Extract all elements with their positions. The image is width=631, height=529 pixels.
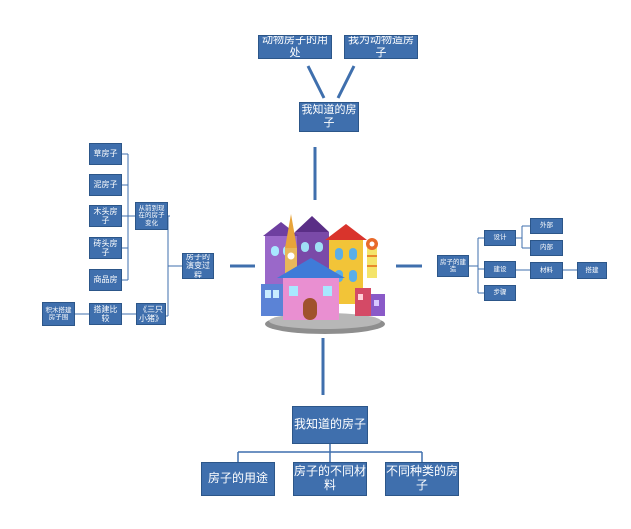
node-right-steps: 步骤 [484, 285, 516, 301]
node-left-item-3: 木头房子 [89, 205, 122, 227]
node-left-item-4: 砖头房子 [89, 237, 122, 259]
node-right-design: 设计 [484, 230, 516, 246]
node-left-leaf: 积木搭建房子围 [42, 302, 75, 326]
node-bottom-child-2: 房子的不同材料 [293, 462, 367, 496]
node-left-item-2: 泥房子 [89, 174, 122, 196]
node-left-compare: 搭建比较 [89, 303, 122, 325]
node-top-child-1: 动物房子的用处 [258, 35, 332, 59]
house-cluster-icon [261, 214, 385, 334]
node-left-item-5: 商品房 [89, 269, 122, 291]
node-left-group: 从前到现在的房子变化 [135, 202, 168, 230]
node-right-interior: 内部 [530, 240, 563, 256]
node-bottom-child-3: 不同种类的房子 [385, 462, 459, 496]
node-top-main: 我知道的房子 [299, 102, 359, 132]
node-right-build: 搭建 [577, 262, 607, 279]
node-right-main: 房子的建造 [437, 255, 469, 277]
node-top-child-2: 我为动物造房子 [344, 35, 418, 59]
node-left-item-1: 草房子 [89, 143, 122, 165]
node-left-main: 房子的演变过程 [182, 253, 214, 279]
node-right-construction: 建设 [484, 261, 516, 278]
node-bottom-child-1: 房子的用途 [201, 462, 275, 496]
node-right-exterior: 外部 [530, 218, 563, 234]
node-bottom-main: 我知道的房子 [292, 406, 368, 444]
node-right-material: 材料 [530, 262, 563, 279]
node-left-story: 《三只小猪》 [136, 303, 166, 325]
